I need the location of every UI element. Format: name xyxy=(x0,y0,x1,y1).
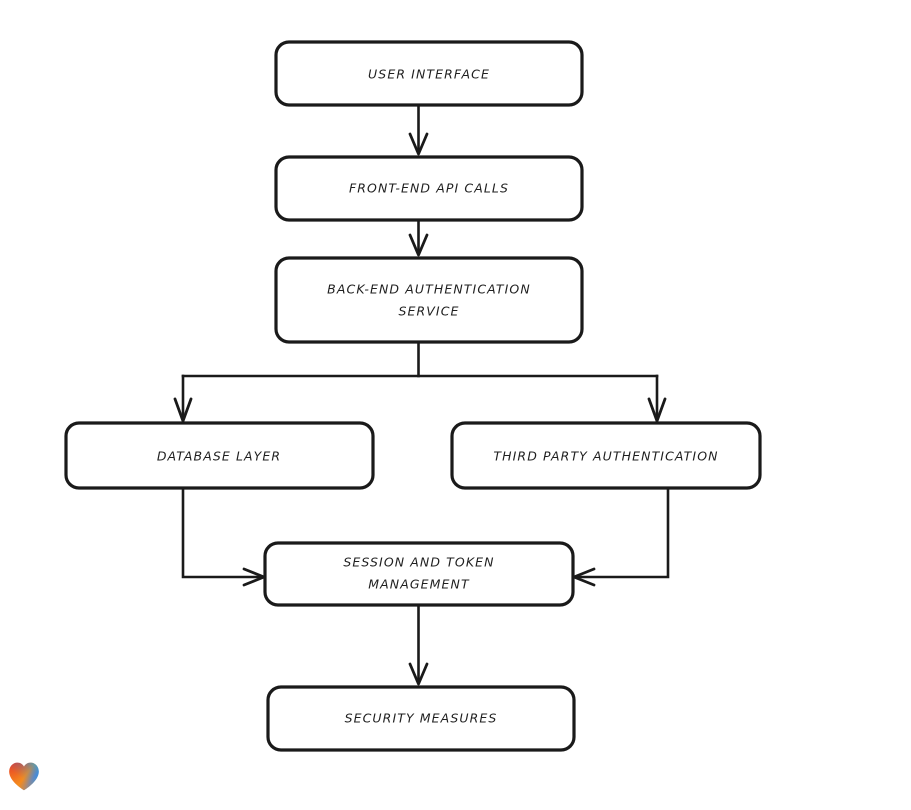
node-user-interface-label: USER INTERFACE xyxy=(368,67,490,82)
node-front-end-api-calls-shape[interactable] xyxy=(274,155,584,222)
heart-icon xyxy=(9,762,39,791)
node-front-end-api-calls-label: FRONT-END API CALLS xyxy=(349,181,509,196)
node-third-party-auth-shape[interactable] xyxy=(450,421,762,490)
edge-user-interface-to-front-end-api-calls xyxy=(408,103,429,156)
edge-third-party-auth-to-session-token-mgmt xyxy=(572,486,670,587)
node-third-party-auth[interactable]: THIRD PARTY AUTHENTICATION xyxy=(450,421,762,490)
node-layer: USER INTERFACE FRONT-END API CALLS BACK-… xyxy=(64,40,762,752)
node-user-interface[interactable]: USER INTERFACE xyxy=(274,40,584,107)
edge-back-end-auth-service-to-third-party-auth xyxy=(647,374,667,423)
node-database-layer[interactable]: DATABASE LAYER xyxy=(64,421,375,490)
node-security-measures[interactable]: SECURITY MEASURES xyxy=(266,685,576,752)
node-third-party-auth-label: THIRD PARTY AUTHENTICATION xyxy=(493,449,718,464)
node-security-measures-shape[interactable] xyxy=(266,685,576,752)
node-front-end-api-calls[interactable]: FRONT-END API CALLS xyxy=(274,155,584,222)
node-back-end-auth-service[interactable]: BACK-END AUTHENTICATION SERVICE xyxy=(274,256,584,344)
node-security-measures-label: SECURITY MEASURES xyxy=(345,711,498,726)
node-back-end-auth-service-label-line1: BACK-END AUTHENTICATION xyxy=(327,282,531,297)
node-back-end-auth-service-shape[interactable] xyxy=(274,256,584,344)
node-user-interface-shape[interactable] xyxy=(274,40,584,107)
node-session-token-mgmt-label-line1: SESSION AND TOKEN xyxy=(343,555,494,570)
node-session-token-mgmt[interactable]: SESSION AND TOKEN MANAGEMENT xyxy=(263,541,575,607)
node-database-layer-shape[interactable] xyxy=(64,421,375,490)
edge-session-token-mgmt-to-security-measures xyxy=(408,603,429,686)
node-back-end-auth-service-label-line2: SERVICE xyxy=(398,304,459,319)
node-session-token-mgmt-label-line2: MANAGEMENT xyxy=(368,577,470,592)
heart-icon-wrapper xyxy=(7,760,41,792)
node-session-token-mgmt-shape[interactable] xyxy=(263,541,575,607)
edge-database-layer-to-session-token-mgmt xyxy=(181,486,266,587)
node-database-layer-label: DATABASE LAYER xyxy=(157,449,281,464)
edge-front-end-api-calls-to-back-end-auth-service xyxy=(408,218,429,257)
edge-back-end-auth-service-to-database-layer xyxy=(173,374,193,423)
